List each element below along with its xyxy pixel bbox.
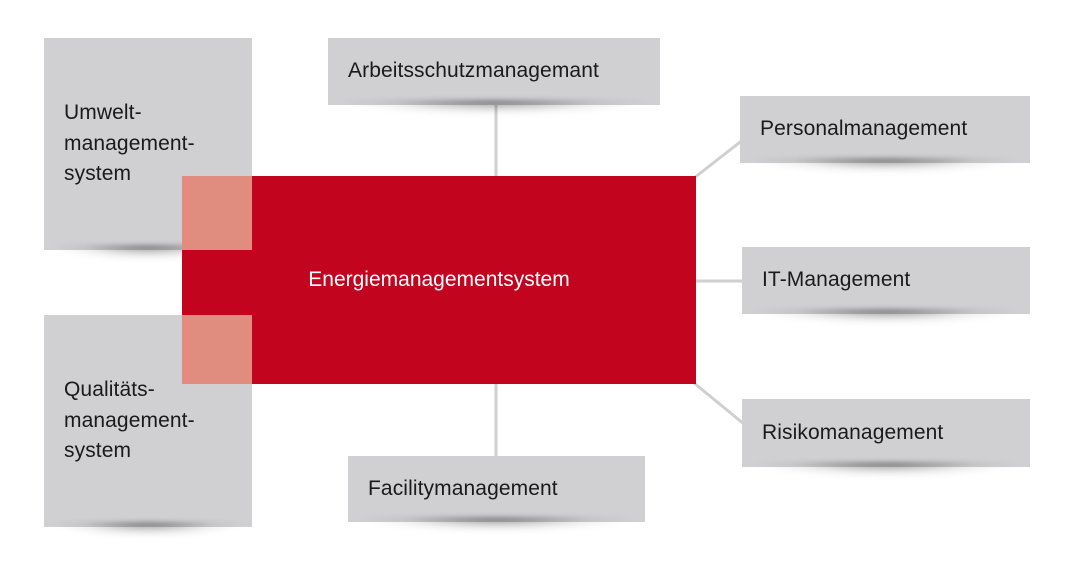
node-qualitaetsmanagementsystem-label: Qualitäts- management- system	[64, 378, 195, 463]
node-risikomanagement[interactable]: Risikomanagement	[742, 399, 1030, 467]
node-facilitymanagement[interactable]: Facilitymanagement	[348, 456, 645, 522]
center-node-energiemanagementsystem[interactable]: Energiemanagementsystem	[182, 176, 696, 384]
connector-risikomanagement	[693, 381, 745, 426]
node-risikomanagement-label: Risikomanagement	[762, 420, 944, 444]
node-personalmanagement[interactable]: Personalmanagement	[740, 96, 1030, 163]
node-umweltmanagementsystem-label: Umwelt- management- system	[64, 101, 195, 186]
center-node-label: Energiemanagementsystem	[308, 268, 570, 291]
node-personalmanagement-label: Personalmanagement	[760, 117, 968, 141]
node-facilitymanagement-label: Facilitymanagement	[368, 476, 558, 500]
node-arbeitsschutzmanagemant[interactable]: Arbeitsschutzmanagemant	[328, 38, 660, 105]
overlap-qualitaet-energie	[182, 315, 252, 384]
overlap-umwelt-energie	[182, 176, 252, 250]
connector-personalmanagement	[693, 137, 745, 180]
node-it-management-label: IT-Management	[762, 268, 911, 292]
node-it-management[interactable]: IT-Management	[742, 247, 1030, 314]
node-qualitaetsmanagementsystem[interactable]: Qualitäts- management- system	[44, 315, 252, 527]
node-arbeitsschutzmanagemant-label: Arbeitsschutzmanagemant	[348, 59, 599, 83]
